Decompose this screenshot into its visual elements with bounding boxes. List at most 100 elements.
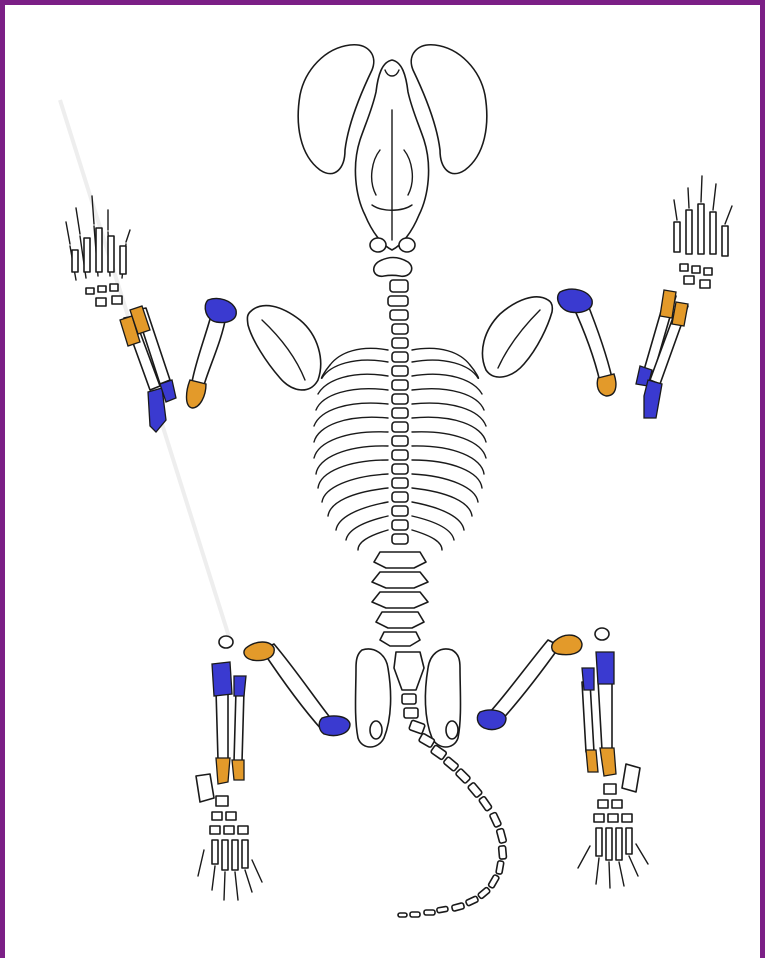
cervical-vertebra xyxy=(390,280,408,292)
femur-proximal-epiphysis xyxy=(244,642,274,661)
thoracic-vertebra xyxy=(392,352,408,362)
tarsal xyxy=(210,826,220,834)
humerus-proximal-epiphysis xyxy=(558,289,593,312)
lumbar-vertebra xyxy=(374,552,426,568)
tibia-right xyxy=(598,680,612,750)
thoracic-vertebra xyxy=(392,394,408,404)
obturator-foramen-left xyxy=(370,721,382,739)
tarsal xyxy=(212,812,222,820)
metatarsal xyxy=(606,828,612,860)
metacarpal xyxy=(84,238,90,272)
lumbar-vertebra xyxy=(372,572,428,588)
caudal-vertebra xyxy=(443,756,459,771)
metatarsal xyxy=(222,840,228,870)
thoracic-vertebra xyxy=(392,436,408,446)
tibia-distal-epiphysis xyxy=(600,748,616,776)
carpal xyxy=(704,268,712,275)
thoracic-vertebra xyxy=(392,506,408,516)
tarsal xyxy=(598,800,608,808)
sacrum xyxy=(394,652,424,690)
scapula-left xyxy=(247,306,320,390)
tarsal xyxy=(224,826,234,834)
carpal xyxy=(98,286,106,292)
lumbar-vertebra xyxy=(380,632,420,646)
carpal xyxy=(692,266,700,273)
caudal-vertebra xyxy=(455,768,471,784)
thoracic-vertebra xyxy=(392,478,408,488)
calcaneus xyxy=(196,774,214,802)
obturator-foramen-right xyxy=(446,721,458,739)
metacarpal xyxy=(120,246,126,274)
tibia-proximal-epiphysis xyxy=(212,662,232,696)
carpal xyxy=(684,276,694,284)
caudal-vertebra xyxy=(398,913,407,917)
tibia-proximal-epiphysis xyxy=(596,652,614,684)
forelimb-left xyxy=(66,196,236,432)
carpal xyxy=(112,296,122,304)
thoracic-vertebra xyxy=(392,366,408,376)
thoracic-vertebra xyxy=(392,324,408,334)
caudal-vertebra xyxy=(488,874,500,888)
caudal-vertebra xyxy=(409,720,426,734)
tarsal xyxy=(216,796,228,806)
humerus-proximal-epiphysis xyxy=(205,298,236,322)
femur-proximal-epiphysis xyxy=(552,635,582,655)
caudal-vertebra xyxy=(467,782,482,798)
thoracic-vertebra xyxy=(392,338,408,348)
femur-distal-epiphysis xyxy=(319,716,350,736)
caudal-vertebra xyxy=(479,796,493,811)
calcaneus xyxy=(622,764,640,792)
caudal-vertebra xyxy=(402,694,416,704)
cervical-vertebra xyxy=(388,296,408,306)
metacarpal xyxy=(108,236,114,272)
metacarpal xyxy=(674,222,680,252)
humerus-distal-epiphysis xyxy=(187,380,207,408)
caudal-vertebra xyxy=(498,846,506,860)
skull xyxy=(298,45,487,252)
fibula-right xyxy=(582,682,594,752)
tarsal xyxy=(238,826,248,834)
carpal xyxy=(86,288,94,294)
metacarpal xyxy=(698,204,704,254)
fibula-distal-epiphysis xyxy=(232,760,244,780)
thoracic-vertebra xyxy=(392,464,408,474)
thoracic-vertebra xyxy=(392,422,408,432)
carpal xyxy=(700,280,710,288)
cervical-vertebra xyxy=(390,310,408,320)
humerus-distal-epiphysis xyxy=(597,374,616,396)
thoracic-vertebra xyxy=(392,492,408,502)
tibia-distal-epiphysis xyxy=(216,758,230,784)
thoracic-vertebra xyxy=(392,534,408,544)
lumbar-vertebra xyxy=(376,612,424,628)
caudal-vertebra xyxy=(496,861,504,875)
metatarsal xyxy=(616,828,622,860)
tarsal xyxy=(594,814,604,822)
caudal-vertebra xyxy=(496,828,506,843)
femur-left xyxy=(262,644,332,730)
thoracic-vertebra xyxy=(392,520,408,530)
caudal-vertebra xyxy=(451,903,464,912)
tarsal xyxy=(608,814,618,822)
fibula-distal-epiphysis xyxy=(586,750,598,772)
femur-distal-epiphysis xyxy=(477,710,506,730)
tibia-left xyxy=(216,690,228,760)
caudal-vertebra xyxy=(424,910,435,915)
metatarsal xyxy=(626,828,632,854)
caudal-vertebra xyxy=(437,906,449,913)
fibula-proximal-epiphysis xyxy=(582,668,594,690)
metacarpal xyxy=(96,228,102,272)
tarsal xyxy=(226,812,236,820)
carpal xyxy=(680,264,688,271)
thoracic-vertebra xyxy=(392,380,408,390)
metacarpal xyxy=(710,212,716,254)
metatarsal xyxy=(212,840,218,864)
metacarpal xyxy=(686,210,692,254)
metacarpal xyxy=(722,226,728,256)
carpal xyxy=(96,298,106,306)
lumbar-vertebra xyxy=(372,592,428,608)
metacarpal xyxy=(72,250,78,272)
spine xyxy=(372,258,428,691)
ulna-distal-epiphysis xyxy=(644,380,662,418)
femur-right xyxy=(490,640,560,722)
